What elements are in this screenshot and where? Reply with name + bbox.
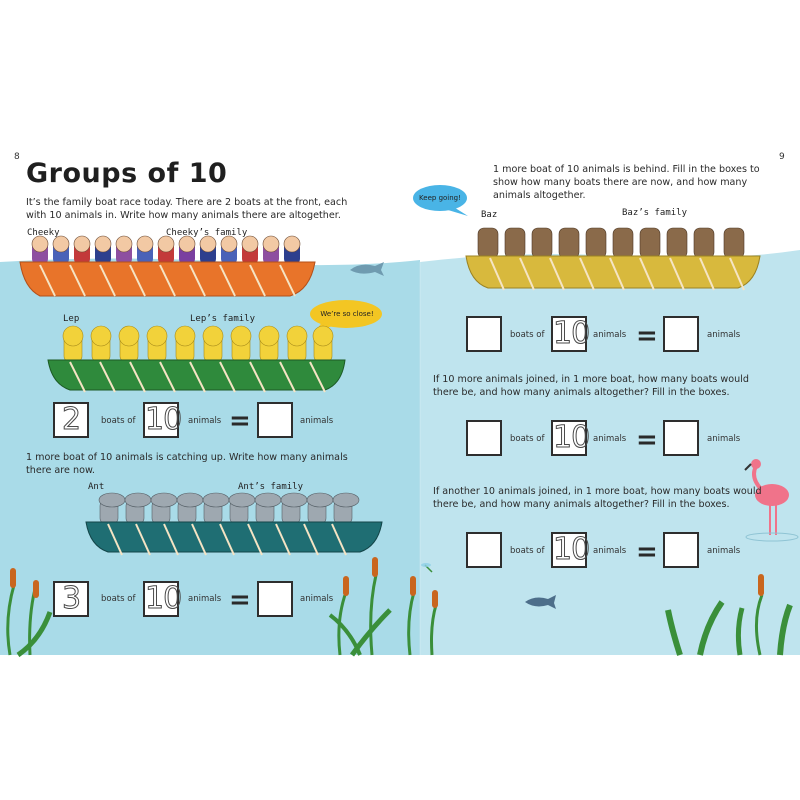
bubble-baz-text: Keep going! bbox=[419, 194, 461, 202]
r-eq1-answer-animals: animals bbox=[707, 330, 741, 340]
eq2-per-boat-box: 10 bbox=[143, 581, 183, 617]
eq2-boats-of: boats of bbox=[101, 594, 136, 604]
eq2-equals: = bbox=[229, 585, 251, 615]
bubble-lep-text: We’re so close! bbox=[320, 310, 374, 318]
r-eq1-answer-box[interactable] bbox=[663, 316, 699, 352]
r-eq2-answer-animals: animals bbox=[707, 434, 741, 444]
water-right bbox=[420, 250, 800, 655]
bubble-baz bbox=[413, 185, 468, 216]
eq1-boats-box: 2 bbox=[53, 402, 89, 438]
dragonfly bbox=[421, 563, 433, 573]
r-eq3-per-boat-box: 10 bbox=[551, 532, 591, 568]
r-eq2-per-boat-box: 10 bbox=[551, 420, 591, 456]
eq1-equals: = bbox=[229, 406, 251, 436]
eq2-answer-animals: animals bbox=[300, 594, 334, 604]
r-eq3-equals: = bbox=[636, 537, 658, 567]
reeds-right bbox=[665, 574, 793, 656]
label-bazs-family: Baz’s family bbox=[622, 208, 688, 218]
r-eq2-equals: = bbox=[636, 425, 658, 455]
r-eq3-answer-animals: animals bbox=[707, 546, 741, 556]
right-question-2: If 10 more animals joined, in 1 more boa… bbox=[433, 374, 749, 398]
right-question-1: 1 more boat of 10 animals is behind. Fil… bbox=[493, 164, 760, 201]
eq1-answer-animals: animals bbox=[300, 416, 334, 426]
eq2-answer-box[interactable] bbox=[257, 581, 293, 617]
flamingo bbox=[744, 459, 799, 542]
boat-lep bbox=[47, 325, 346, 393]
label-ants-family: Ant’s family bbox=[238, 482, 304, 492]
fish-right bbox=[525, 595, 556, 609]
intro-text: It’s the family boat race today. There a… bbox=[26, 197, 348, 221]
fish-left bbox=[350, 262, 384, 276]
r-eq1-animals-label: animals bbox=[593, 330, 627, 340]
eq2-animals-label: animals bbox=[188, 594, 222, 604]
eq1-answer-box[interactable] bbox=[257, 402, 293, 438]
left-question-2: 1 more boat of 10 animals is catching up… bbox=[26, 452, 348, 476]
r-eq3-boats-box[interactable] bbox=[466, 532, 502, 568]
r-eq1-boats-of: boats of bbox=[510, 330, 545, 340]
eq1-per-boat-box: 10 bbox=[143, 402, 183, 438]
right-question-3: If another 10 animals joined, in 1 more … bbox=[433, 486, 762, 510]
label-ant: Ant bbox=[88, 482, 105, 492]
reeds-middle bbox=[407, 576, 438, 656]
page-number-left: 8 bbox=[14, 152, 20, 162]
eq1-animals-label: animals bbox=[188, 416, 222, 426]
r-eq2-animals-label: animals bbox=[593, 434, 627, 444]
eq1-boats-of: boats of bbox=[101, 416, 136, 426]
r-eq1-per-boat-box: 10 bbox=[551, 316, 591, 352]
boat-ant bbox=[85, 492, 383, 556]
r-eq3-answer-box[interactable] bbox=[663, 532, 699, 568]
label-lep: Lep bbox=[63, 314, 80, 324]
r-eq3-boats-of: boats of bbox=[510, 546, 545, 556]
label-cheekys-family: Cheeky’s family bbox=[166, 228, 248, 238]
eq2-boats-box: 3 bbox=[53, 581, 89, 617]
r-eq3-animals-label: animals bbox=[593, 546, 627, 556]
r-eq2-boats-box[interactable] bbox=[466, 420, 502, 456]
r-eq2-answer-box[interactable] bbox=[663, 420, 699, 456]
boat-cheeky bbox=[19, 235, 316, 297]
label-cheeky: Cheeky bbox=[27, 228, 60, 238]
label-baz: Baz bbox=[481, 210, 498, 220]
reeds-left bbox=[6, 557, 392, 658]
page-number-right: 9 bbox=[779, 152, 785, 162]
r-eq1-boats-box[interactable] bbox=[466, 316, 502, 352]
boat-baz bbox=[465, 227, 761, 291]
page-title: Groups of 10 bbox=[26, 158, 228, 189]
r-eq1-equals: = bbox=[636, 321, 658, 351]
label-leps-family: Lep’s family bbox=[190, 314, 256, 324]
r-eq2-boats-of: boats of bbox=[510, 434, 545, 444]
